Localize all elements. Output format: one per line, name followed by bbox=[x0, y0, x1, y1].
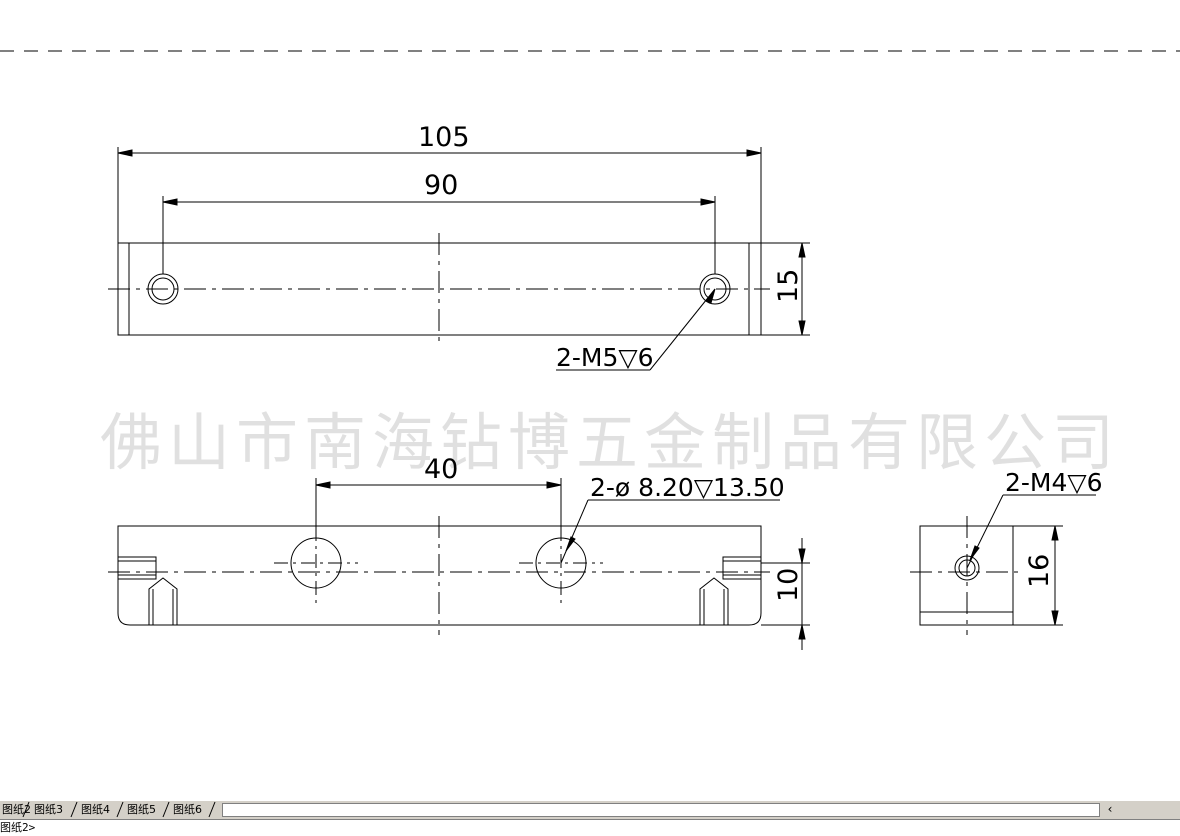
dim-front-spacing: 40 bbox=[424, 454, 458, 485]
dim-top-height: 15 bbox=[773, 269, 804, 303]
tab-separator bbox=[162, 801, 170, 818]
command-line[interactable]: 图纸2> bbox=[0, 819, 1180, 836]
dim-side-thread-callout: 2-M4▽6 bbox=[1005, 468, 1103, 497]
tab-separator bbox=[208, 801, 216, 818]
command-prompt: 图纸2> bbox=[0, 821, 36, 834]
horizontal-scrollbar[interactable] bbox=[222, 803, 1100, 817]
top-view bbox=[108, 147, 810, 371]
front-view bbox=[108, 478, 810, 650]
tab-drawing-6[interactable]: 图纸6 bbox=[173, 803, 202, 816]
dim-top-thread-callout: 2-M5▽6 bbox=[556, 343, 654, 372]
tab-separator bbox=[22, 801, 30, 818]
side-view bbox=[910, 494, 1096, 635]
scroll-left-icon[interactable]: ‹ bbox=[1107, 802, 1113, 816]
dim-top-overall: 105 bbox=[418, 122, 470, 153]
tab-drawing-3[interactable]: 图纸3 bbox=[34, 803, 63, 816]
dim-side-height: 16 bbox=[1024, 554, 1055, 588]
dim-front-height: 10 bbox=[773, 568, 804, 602]
layout-tab-bar: 图纸2 图纸3 图纸4 图纸5 图纸6 ‹ bbox=[0, 800, 1180, 819]
drawing-canvas[interactable]: 105 90 15 2-M5▽6 40 2-ø 8.20▽13.50 10 2-… bbox=[0, 0, 1180, 800]
tab-separator bbox=[70, 801, 78, 818]
tab-separator bbox=[116, 801, 124, 818]
tab-drawing-4[interactable]: 图纸4 bbox=[81, 803, 110, 816]
tab-drawing-5[interactable]: 图纸5 bbox=[127, 803, 156, 816]
dim-front-hole-callout: 2-ø 8.20▽13.50 bbox=[590, 473, 785, 502]
tab-drawing-2[interactable]: 图纸2 bbox=[2, 803, 31, 816]
dim-top-hole-spacing: 90 bbox=[424, 170, 458, 201]
